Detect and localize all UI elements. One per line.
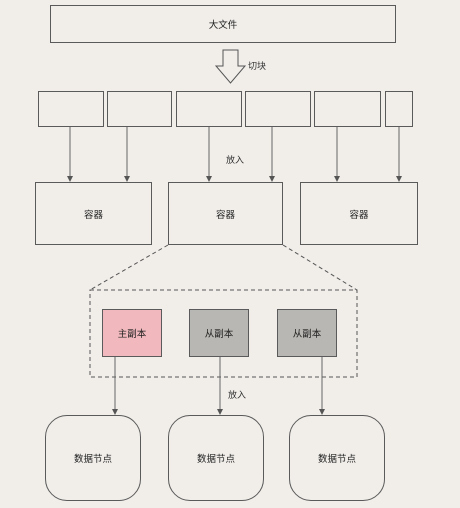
primary-replica-box: 主副本: [102, 309, 162, 357]
big-file-box: 大文件: [50, 5, 396, 43]
replica-label: 从副本: [204, 329, 234, 340]
container-label: 容器: [215, 209, 235, 221]
data-node-label: 数据节点: [317, 454, 356, 465]
put-in-label: 放入: [228, 391, 247, 401]
big-file-label: 大文件: [208, 20, 238, 31]
chunk-box: [245, 91, 311, 127]
chunk-box: [107, 91, 172, 127]
chunk-box: [38, 91, 104, 127]
replica-label: 从副本: [292, 329, 322, 340]
container-label: 容器: [83, 209, 103, 221]
secondary-replica-box: 从副本: [277, 309, 337, 357]
expand-dash-right: [282, 244, 358, 291]
container-box: 容器: [35, 182, 152, 245]
chunk-box: [385, 91, 413, 127]
secondary-replica-box: 从副本: [189, 309, 249, 357]
container-box: 容器: [168, 182, 283, 245]
put-in-label: 放入: [226, 156, 245, 166]
replica-group-frame: [89, 289, 358, 378]
data-node-label: 数据节点: [196, 454, 235, 465]
expand-dash-left: [89, 244, 169, 291]
data-node-box: 数据节点: [289, 415, 385, 501]
container-label: 容器: [349, 209, 369, 221]
replica-label: 主副本: [117, 329, 147, 340]
chunk-box: [176, 91, 242, 127]
data-node-box: 数据节点: [45, 415, 141, 501]
chunk-box: [314, 91, 381, 127]
data-node-box: 数据节点: [168, 415, 264, 501]
data-node-label: 数据节点: [73, 454, 112, 465]
split-label: 切块: [248, 62, 267, 72]
container-box: 容器: [300, 182, 418, 245]
split-arrow-icon: [214, 49, 247, 84]
